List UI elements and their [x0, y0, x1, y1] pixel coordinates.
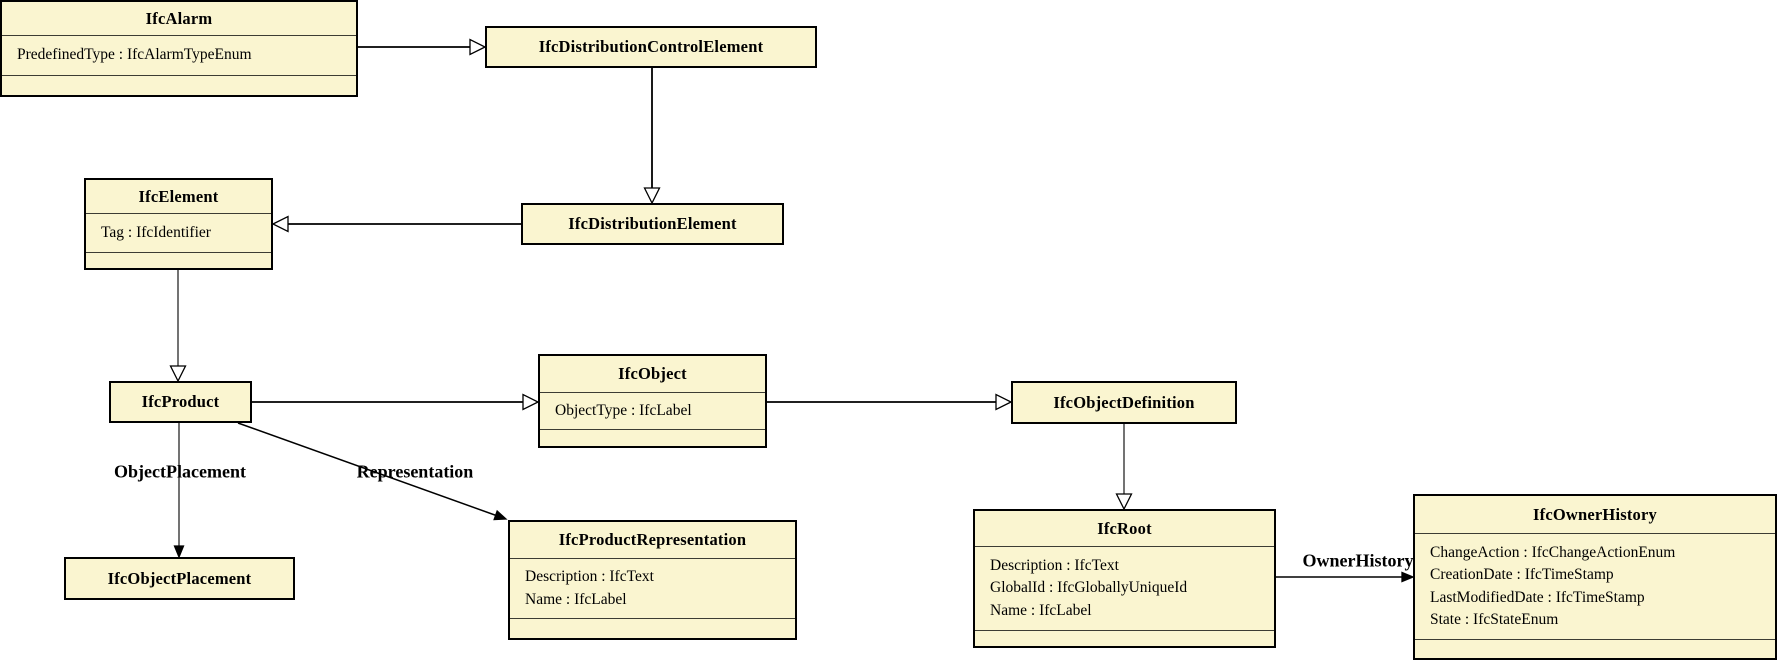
class-attribute: ChangeAction : IfcChangeActionEnum: [1430, 543, 1676, 561]
class-name-label: IfcProduct: [141, 392, 220, 411]
class-name-label: IfcAlarm: [145, 8, 213, 28]
generalization-arrowhead-icon: [169, 365, 187, 383]
generalization-arrowhead-icon: [522, 393, 540, 411]
class-name-label: IfcObjectPlacement: [107, 568, 252, 588]
class-name-label: IfcOwnerHistory: [1533, 504, 1657, 524]
class-name-label: IfcRoot: [1097, 518, 1152, 538]
class-empty-compartment: [510, 618, 795, 638]
class-empty-compartment: [975, 630, 1274, 646]
class-name-label: IfcElement: [138, 186, 219, 206]
edge-ifcproduct-ifcproductrepresentation: [237, 422, 504, 519]
class-attribute: ObjectType : IfcLabel: [555, 401, 692, 419]
class-empty-compartment: [1415, 639, 1775, 658]
class-title-compartment: IfcOwnerHistory: [1415, 496, 1775, 533]
class-attribute: State : IfcStateEnum: [1430, 611, 1559, 628]
class-attribute: CreationDate : IfcTimeStamp: [1430, 566, 1614, 583]
class-name-label: IfcProductRepresentation: [558, 530, 747, 549]
class-name-label: IfcObjectDefinition: [1053, 392, 1195, 412]
edge-label-objectplacement: ObjectPlacement: [114, 461, 246, 482]
class-node-ifcobjectdefinition: IfcObjectDefinition: [1011, 381, 1237, 424]
class-title-compartment: IfcObjectDefinition: [1013, 383, 1235, 422]
class-attribute: GlobalId : IfcGloballyUniqueId: [990, 579, 1188, 597]
class-node-ifcproduct: IfcProduct: [109, 381, 252, 423]
class-attribute: Name : IfcLabel: [990, 601, 1092, 619]
class-attribute: Name : IfcLabel: [525, 590, 627, 608]
class-title-compartment: IfcProductRepresentation: [510, 522, 795, 558]
class-attribute: Tag : IfcIdentifier: [101, 223, 211, 241]
class-name-label: IfcObject: [618, 364, 687, 383]
class-empty-compartment: [540, 429, 765, 446]
class-attributes-compartment: Tag : IfcIdentifier: [86, 213, 271, 252]
class-name-label: IfcDistributionElement: [568, 214, 737, 233]
class-attribute: Description : IfcText: [990, 556, 1119, 574]
class-node-ifcdistributionelement: IfcDistributionElement: [521, 203, 784, 245]
class-node-ifcdistributioncontrolelement: IfcDistributionControlElement: [485, 26, 817, 68]
class-title-compartment: IfcDistributionControlElement: [487, 28, 815, 66]
generalization-arrowhead-icon: [995, 393, 1013, 411]
class-name-label: IfcDistributionControlElement: [538, 37, 764, 56]
edge-label-representation: Representation: [356, 461, 474, 482]
class-empty-compartment: [2, 75, 356, 95]
class-empty-compartment: [86, 252, 271, 268]
class-title-compartment: IfcRoot: [975, 511, 1274, 546]
generalization-arrowhead-icon: [469, 38, 487, 56]
class-title-compartment: IfcObjectPlacement: [66, 559, 293, 598]
association-arrowhead-icon: [173, 545, 185, 559]
generalization-arrowhead-icon: [271, 215, 289, 233]
class-title-compartment: IfcObject: [540, 356, 765, 392]
class-title-compartment: IfcElement: [86, 180, 271, 213]
class-title-compartment: IfcDistributionElement: [523, 205, 782, 243]
class-attributes-compartment: ObjectType : IfcLabel: [540, 392, 765, 429]
association-arrowhead-icon: [1401, 571, 1415, 583]
class-attributes-compartment: PredefinedType : IfcAlarmTypeEnum: [2, 35, 356, 75]
association-arrowhead-icon: [493, 509, 508, 521]
edge-label-ownerhistory: OwnerHistory: [1302, 550, 1414, 571]
class-attribute: PredefinedType : IfcAlarmTypeEnum: [17, 46, 252, 64]
class-node-ifcobjectplacement: IfcObjectPlacement: [64, 557, 295, 600]
generalization-arrowhead-icon: [1115, 493, 1133, 511]
class-title-compartment: IfcAlarm: [2, 2, 356, 35]
generalization-arrowhead-icon: [643, 187, 661, 205]
class-attribute: LastModifiedDate : IfcTimeStamp: [1430, 588, 1645, 606]
class-attribute: Description : IfcText: [525, 568, 654, 585]
class-title-compartment: IfcProduct: [111, 383, 250, 421]
